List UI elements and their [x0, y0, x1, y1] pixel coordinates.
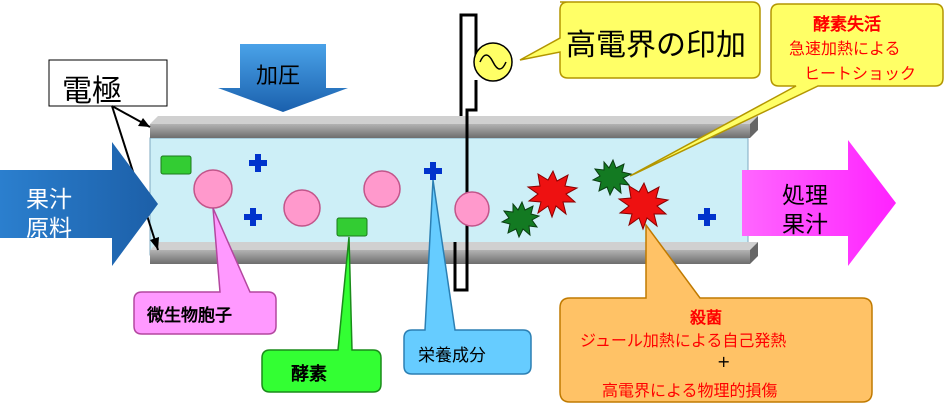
nutrient [244, 208, 262, 226]
enzyme-inactivation-line2: ヒートショック [804, 64, 917, 83]
enzyme-inactivation-title: 酵素失活 [813, 15, 881, 35]
damaged-spore [526, 169, 579, 219]
processed-juice-arrow [742, 140, 896, 266]
spore [193, 169, 233, 209]
nutrient-callout [403, 179, 532, 375]
spore [283, 189, 321, 227]
damaged-spore [617, 181, 670, 231]
raw-juice-arrow [0, 142, 158, 266]
top-electrode-front [150, 124, 750, 138]
power-wire [459, 13, 478, 116]
electrode-label-box [48, 59, 168, 107]
spore [363, 170, 401, 208]
spore [454, 191, 490, 227]
processed-juice-label-line2: 果汁 [782, 212, 828, 238]
raw-juice-label-line1: 果汁 [26, 187, 72, 213]
pressure-label: 加圧 [256, 64, 301, 89]
damaged-enzyme [591, 158, 633, 197]
nutrient [698, 208, 716, 226]
enzyme-label: 酵素 [291, 364, 327, 385]
enzyme-callout [261, 236, 382, 393]
processed-juice-label-line1: 処理 [782, 183, 828, 209]
sterilization-callout [559, 222, 873, 403]
spore-label: 微生物胞子 [147, 306, 232, 326]
high-field-callout [519, 1, 761, 79]
electrode-label: 電極 [62, 74, 122, 109]
enzyme [336, 217, 368, 237]
nutrient-label: 栄養成分 [418, 346, 486, 366]
juice-channel [149, 137, 749, 256]
sterilization-line1: ジュール加熱による自己発熱 [580, 331, 787, 350]
sterilization-plus: + [717, 352, 731, 371]
enzyme [160, 155, 192, 175]
enzyme-inactivation-line1: 急速加熱による [789, 39, 901, 58]
sterilization-title: 殺菌 [690, 308, 723, 327]
nutrient [249, 154, 267, 172]
pressure-arrow [218, 44, 348, 112]
enzyme-inactivation-callout [629, 3, 944, 177]
bottom-electrode-front [150, 250, 750, 264]
spore-callout [133, 207, 277, 335]
damaged-enzyme [500, 200, 541, 239]
high-field-label: 高電界の印加 [566, 28, 746, 63]
raw-juice-label-line2: 原料 [26, 216, 72, 242]
top-electrode-plate [150, 116, 758, 124]
sterilization-line3: 高電界による物理的損傷 [602, 381, 778, 400]
nutrient [424, 162, 442, 180]
